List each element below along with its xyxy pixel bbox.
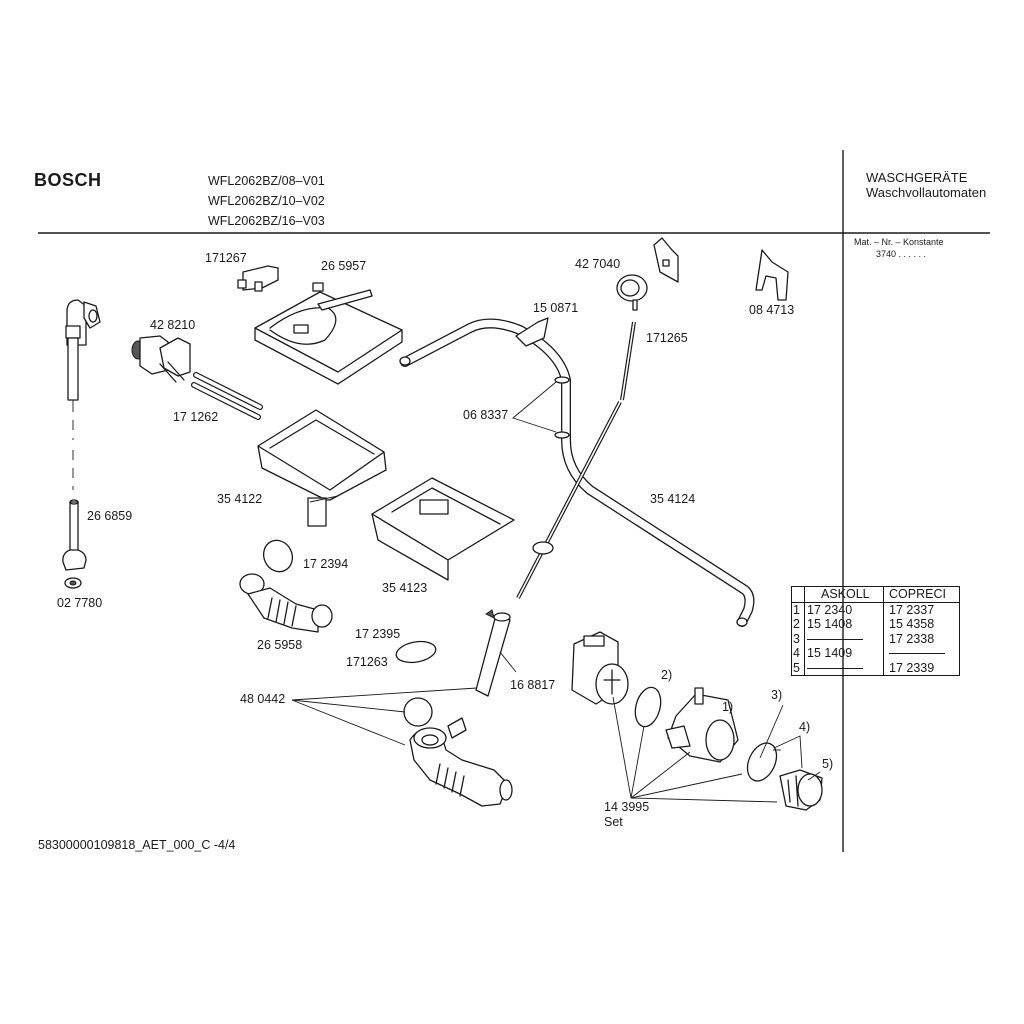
seal-ring-172395 — [395, 640, 437, 664]
part-label-480442: 48 0442 — [240, 692, 286, 706]
leader-lines — [291, 381, 821, 803]
bracket-part — [755, 249, 789, 301]
ball-part — [403, 697, 433, 727]
part-label-171263: 171263 — [346, 655, 388, 669]
not-applicable-dash — [889, 653, 945, 655]
part-label-354124: 35 4124 — [650, 492, 696, 506]
document-id: 58300000109818_AET_000_C -4/4 — [38, 838, 236, 852]
model-number-2: WFL2062BZ/10–V02 — [208, 194, 325, 208]
detergent-drawer-housing-part — [257, 409, 387, 527]
index-label-2: 2) — [661, 668, 673, 682]
table-header-row: ASKOLL COPRECI — [791, 586, 960, 603]
part-label-354122: 35 4122 — [217, 492, 263, 506]
part-label-171267: 171267 — [205, 251, 247, 265]
index-label-5: 5) — [822, 757, 834, 771]
part-label-150871: 15 0871 — [533, 301, 579, 315]
pump-filter-part-5 — [779, 769, 823, 811]
index-label-3: 3) — [771, 688, 783, 702]
mat-nr-value: 3740 . . . . . . — [876, 249, 927, 259]
part-label-266859: 26 6859 — [87, 509, 133, 523]
table-row: 3 17 2338 — [791, 631, 935, 646]
seal-ring-172394 — [262, 539, 294, 573]
pressure-switch-part — [616, 237, 679, 311]
not-applicable-dash — [807, 667, 863, 669]
clip-part-171267 — [237, 265, 279, 292]
part-label-168817: 16 8817 — [510, 678, 556, 692]
pump-seal-ring-3 — [746, 742, 778, 782]
part-label-171262: 17 1262 — [173, 410, 219, 424]
dispenser-frame-part — [254, 282, 403, 385]
detergent-drawer-part — [371, 477, 515, 581]
not-applicable-dash — [807, 638, 863, 640]
pump-housing-part-1 — [665, 687, 739, 763]
pump-variant-table: ASKOLL COPRECI 1 17 2340 17 2337 2 15 14… — [791, 586, 960, 676]
part-label-084713: 08 4713 — [749, 303, 795, 317]
index-label-4: 4) — [799, 720, 811, 734]
part-label-428210: 42 8210 — [150, 318, 196, 332]
table-row: 5 17 2339 — [791, 660, 935, 676]
model-number-1: WFL2062BZ/08–V01 — [208, 174, 325, 188]
mat-nr-label: Mat. – Nr. – Konstante — [854, 237, 944, 247]
part-label-027780: 02 7780 — [57, 596, 103, 610]
part-label-265958: 26 5958 — [257, 638, 303, 652]
pressure-tube-part — [516, 321, 636, 599]
part-label-354123: 35 4123 — [382, 581, 428, 595]
model-number-3: WFL2062BZ/16–V03 — [208, 214, 325, 228]
part-label-427040: 42 7040 — [575, 257, 621, 271]
inlet-elbow-part — [65, 299, 101, 490]
rods-part — [191, 372, 263, 420]
drain-pump-part — [571, 631, 629, 705]
hose-connector-part — [62, 499, 87, 589]
table-row: 2 15 1408 15 4358 — [791, 617, 935, 632]
hose-assembly-part — [399, 317, 755, 627]
category-title: WASCHGERÄTE — [866, 170, 968, 185]
column-header-askoll: ASKOLL — [804, 586, 884, 603]
part-label-172395: 17 2395 — [355, 627, 401, 641]
part-label-143995: 14 3995 — [604, 800, 650, 814]
part-label-143995-set: Set — [604, 815, 623, 829]
drain-bellow-hose-part — [239, 573, 333, 633]
inlet-valve-part — [131, 335, 191, 383]
part-label-068337: 06 8337 — [463, 408, 509, 422]
sump-hose-part — [409, 717, 513, 807]
table-row: 1 17 2340 17 2337 — [791, 602, 935, 617]
part-label-265957: 26 5957 — [321, 259, 367, 273]
part-label-171265: 171265 — [646, 331, 688, 345]
part-label-172394: 17 2394 — [303, 557, 349, 571]
pump-seal-ring-2 — [634, 686, 662, 728]
subcategory-title: Waschvollautomaten — [866, 185, 987, 200]
index-label-1: 1) — [722, 700, 734, 714]
table-row: 4 15 1409 — [791, 646, 960, 661]
column-header-copreci: COPRECI — [883, 586, 960, 603]
brand-logo: BOSCH — [34, 170, 102, 190]
float-part — [475, 609, 511, 697]
